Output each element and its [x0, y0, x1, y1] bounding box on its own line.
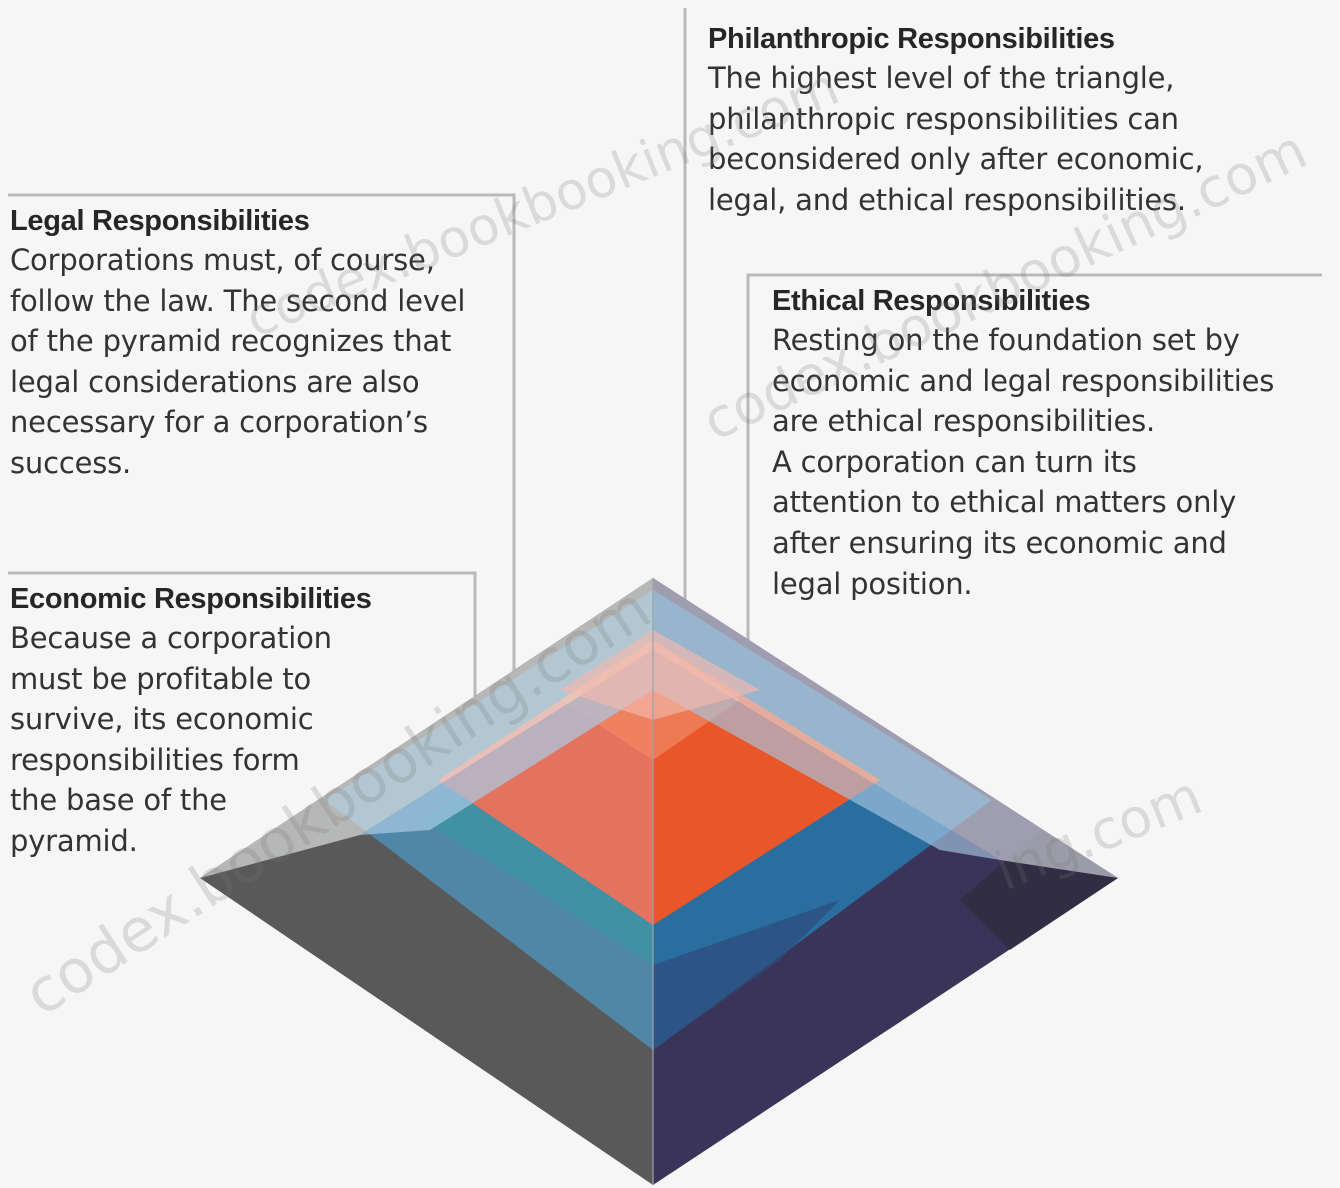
economic-callout: Economic Responsibilities Because a corp…: [10, 580, 480, 862]
ethical-callout: Ethical Responsibilities Resting on the …: [772, 282, 1340, 604]
ethical-description: Resting on the foundation set by economi…: [772, 323, 1275, 601]
pyramid-glass-blue-edge-right: [653, 650, 1000, 860]
ethical-title: Ethical Responsibilities: [772, 285, 1091, 317]
pyramid-glass-pink-band: [560, 630, 760, 720]
economic-title: Economic Responsibilities: [10, 583, 372, 615]
pyramid-top-right-glass: [653, 578, 1118, 878]
philanthropic-callout: Philanthropic Responsibilities The highe…: [708, 20, 1328, 220]
pyramid-economic-right-dark: [653, 900, 840, 1050]
economic-description: Because a corporation must be profitable…: [10, 621, 332, 858]
philanthropic-title: Philanthropic Responsibilities: [708, 23, 1115, 55]
legal-callout: Legal Responsibilities Corporations must…: [10, 202, 530, 484]
legal-title: Legal Responsibilities: [10, 205, 310, 237]
pyramid-top-left-glass: [200, 578, 653, 878]
philanthropic-description: The highest level of the triangle, phila…: [708, 61, 1204, 217]
legal-leader-line: [8, 193, 516, 880]
ethical-leader-line: [746, 273, 1322, 820]
legal-description: Corporations must, of course, follow the…: [10, 243, 466, 480]
